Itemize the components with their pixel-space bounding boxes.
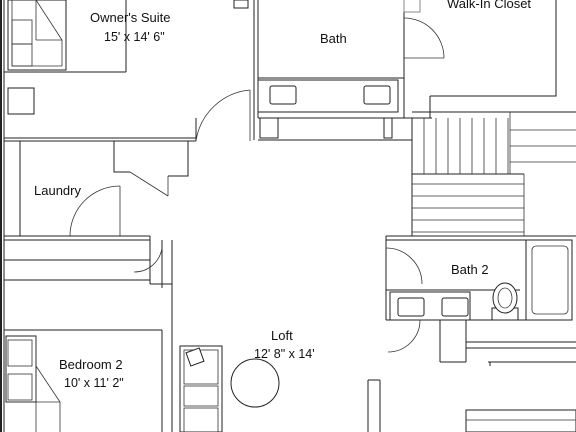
bath-vanity [257, 79, 399, 139]
bath-walls [253, 0, 445, 141]
laundry-walls [4, 140, 189, 432]
stairs [411, 111, 576, 236]
bedroom-2-walls [4, 329, 163, 432]
dresser [233, 0, 249, 9]
exterior-walls [0, 0, 5, 432]
bath-name: Bath [320, 31, 347, 46]
laundry-name: Laundry [34, 183, 81, 198]
loft-size: 12' 8" x 14' [254, 347, 315, 361]
bath-2-name: Bath 2 [451, 262, 489, 277]
round-coffee-table [230, 358, 280, 408]
owners-suite-size: 15' x 14' 6" [104, 30, 165, 44]
sectional-sofa [179, 345, 223, 432]
walk-in-closet-walls [403, 0, 557, 118]
bedroom-2-name: Bedroom 2 [59, 357, 123, 372]
loft-name: Loft [271, 328, 293, 343]
bath-2-fixtures [389, 239, 573, 321]
owners-suite-name: Owner's Suite [90, 10, 171, 25]
bed-bedroom-2 [5, 335, 61, 432]
nightstand [7, 87, 35, 115]
bedroom-2-size: 10' x 11' 2" [64, 376, 124, 390]
bedroom-3-furniture [465, 409, 576, 432]
walk-in-closet-name: Walk-In Closet [447, 0, 532, 11]
bed-owners-suite [7, 0, 67, 71]
